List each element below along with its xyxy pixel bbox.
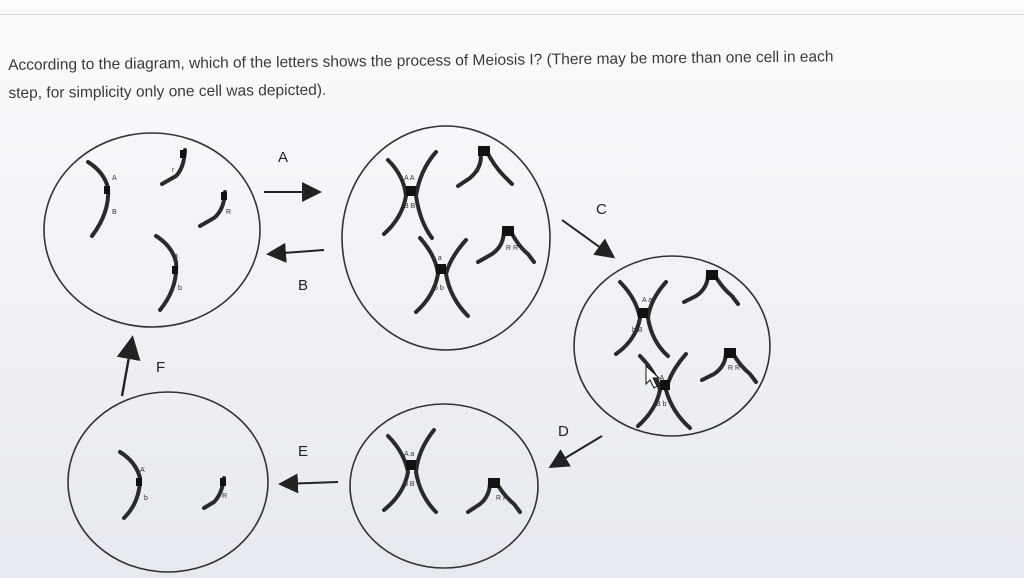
allele-label: A a <box>404 451 414 458</box>
cell-5-membrane <box>67 391 269 573</box>
cell-3-membrane <box>573 255 771 437</box>
centromere <box>180 150 186 158</box>
chromosome <box>154 234 179 312</box>
centromere <box>406 186 416 196</box>
centromere <box>638 308 648 318</box>
allele-label: A A <box>404 175 415 182</box>
allele-label: b <box>144 495 148 502</box>
cell-5: A b R <box>67 391 269 573</box>
centromere <box>104 186 110 194</box>
allele-label: R <box>226 209 231 216</box>
centromere <box>488 478 500 488</box>
centromere <box>660 380 670 390</box>
centromere <box>478 146 490 156</box>
cell-2: A A B B r a a b b R R <box>341 125 551 351</box>
arrow-c <box>561 219 616 259</box>
allele-label: A <box>112 175 117 182</box>
allele-label: B <box>112 209 117 216</box>
arrow-b <box>266 242 325 263</box>
arrow-f <box>116 335 141 397</box>
allele-label: a <box>174 253 178 260</box>
chromatid <box>382 158 409 236</box>
centromere <box>172 266 178 274</box>
divider <box>0 14 1024 15</box>
cell-1: A B r R a b <box>43 132 261 328</box>
allele-label: B b <box>656 401 667 408</box>
chromatid <box>443 238 470 318</box>
allele-label: B B <box>404 203 416 210</box>
centromere <box>136 478 142 486</box>
centromere <box>724 348 736 358</box>
step-label-d: D <box>558 423 569 440</box>
step-label-f: F <box>156 359 165 376</box>
step-label-e: E <box>298 443 308 460</box>
chromatid <box>476 228 506 264</box>
allele-label: b B <box>632 327 643 334</box>
arrow-d <box>548 435 603 469</box>
step-label-b: B <box>298 277 308 294</box>
chromatid <box>382 434 411 512</box>
arrow-e <box>278 473 339 494</box>
chromatid <box>663 352 692 430</box>
allele-label: R <box>222 493 227 500</box>
allele-label: R R <box>728 365 740 372</box>
centromere <box>502 226 514 236</box>
chromatid <box>636 354 663 428</box>
chromosome <box>86 160 111 238</box>
allele-label: b b <box>434 285 444 292</box>
cell-4-membrane <box>349 403 539 569</box>
allele-label: R R <box>496 495 508 502</box>
allele-label: r <box>172 167 175 174</box>
chromatid <box>645 280 670 358</box>
cell-1-membrane <box>43 132 261 328</box>
allele-label: r <box>478 167 481 174</box>
step-label-c: C <box>596 201 607 218</box>
chromatid <box>614 280 643 356</box>
centromere <box>436 264 446 274</box>
cell-3: A a b B a A B b R R <box>573 255 771 437</box>
allele-label: R R <box>506 245 518 252</box>
chromatid <box>413 428 438 514</box>
allele-label: A a <box>642 297 652 304</box>
chromatid <box>414 236 441 314</box>
chromatid <box>466 480 492 514</box>
allele-label: b B <box>404 481 415 488</box>
centromere <box>706 270 718 280</box>
centromere <box>221 192 227 200</box>
cell-2-membrane <box>341 125 551 351</box>
allele-label: a a <box>432 255 442 262</box>
centromere <box>220 478 226 486</box>
allele-label: A <box>140 467 145 474</box>
chromatid <box>413 150 438 240</box>
cell-4: A a b B R R <box>349 403 539 569</box>
step-label-a: A <box>278 149 288 166</box>
chromatid <box>682 272 710 304</box>
centromere <box>406 460 416 470</box>
mouse-cursor-icon <box>645 364 661 389</box>
allele-label: b <box>178 285 182 292</box>
chromatid <box>700 350 728 382</box>
